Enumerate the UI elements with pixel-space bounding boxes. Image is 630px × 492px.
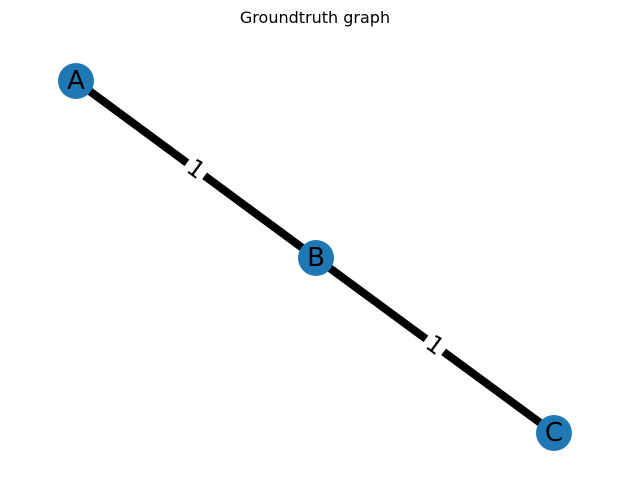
node-a-circle (58, 63, 94, 99)
node-c-circle (536, 415, 572, 451)
node-b-circle (298, 240, 334, 276)
node-a: A (58, 63, 94, 99)
edge-label-b-c-background (416, 325, 454, 365)
nodes-layer: A B C (58, 63, 572, 451)
node-a-label: A (67, 66, 85, 96)
node-b: B (298, 240, 334, 276)
node-c-label: C (545, 418, 563, 448)
edge-labels-layer: 1 1 (177, 149, 454, 365)
node-c: C (536, 415, 572, 451)
graph-title: Groundtruth graph (239, 8, 391, 27)
node-b-label: B (307, 243, 325, 273)
edge-label-a-b-background (177, 149, 215, 189)
